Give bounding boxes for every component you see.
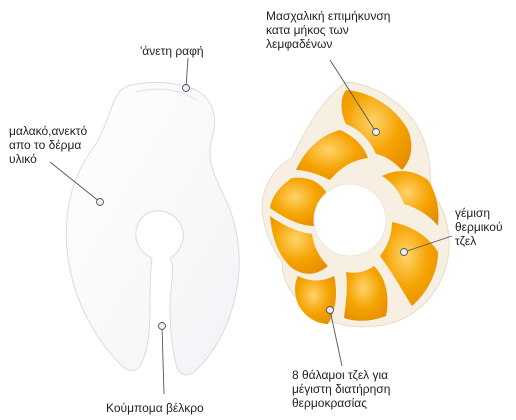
label-velcro: Κούμπομα βέλκρο <box>106 401 204 415</box>
callout-dot-gel <box>401 249 408 256</box>
gel-pack-center-hole <box>314 184 386 256</box>
callout-dot-axillary <box>373 129 380 136</box>
gel-chamber-5 <box>295 276 336 324</box>
soft-cover <box>66 83 239 375</box>
label-gel-fill: γέμιση θερμικού τζελ <box>455 206 503 248</box>
label-seam: 'άνετη ραφή <box>140 44 204 58</box>
callout-dot-chambers <box>327 307 334 314</box>
callout-dot-seam <box>183 85 190 92</box>
callout-dot-skin <box>97 199 104 206</box>
gel-pack <box>262 82 449 327</box>
label-axillary: Μασχαλική επιμήκυνση κατα μήκος των λεμφ… <box>266 9 390 51</box>
label-chambers: 8 θάλαμοι τζελ για μέγιστη διατήρηση θερ… <box>292 368 390 410</box>
callout-dot-velcro <box>159 323 166 330</box>
label-skin: μαλακό,ανεκτό απο το δέρμα υλικό <box>9 124 87 166</box>
